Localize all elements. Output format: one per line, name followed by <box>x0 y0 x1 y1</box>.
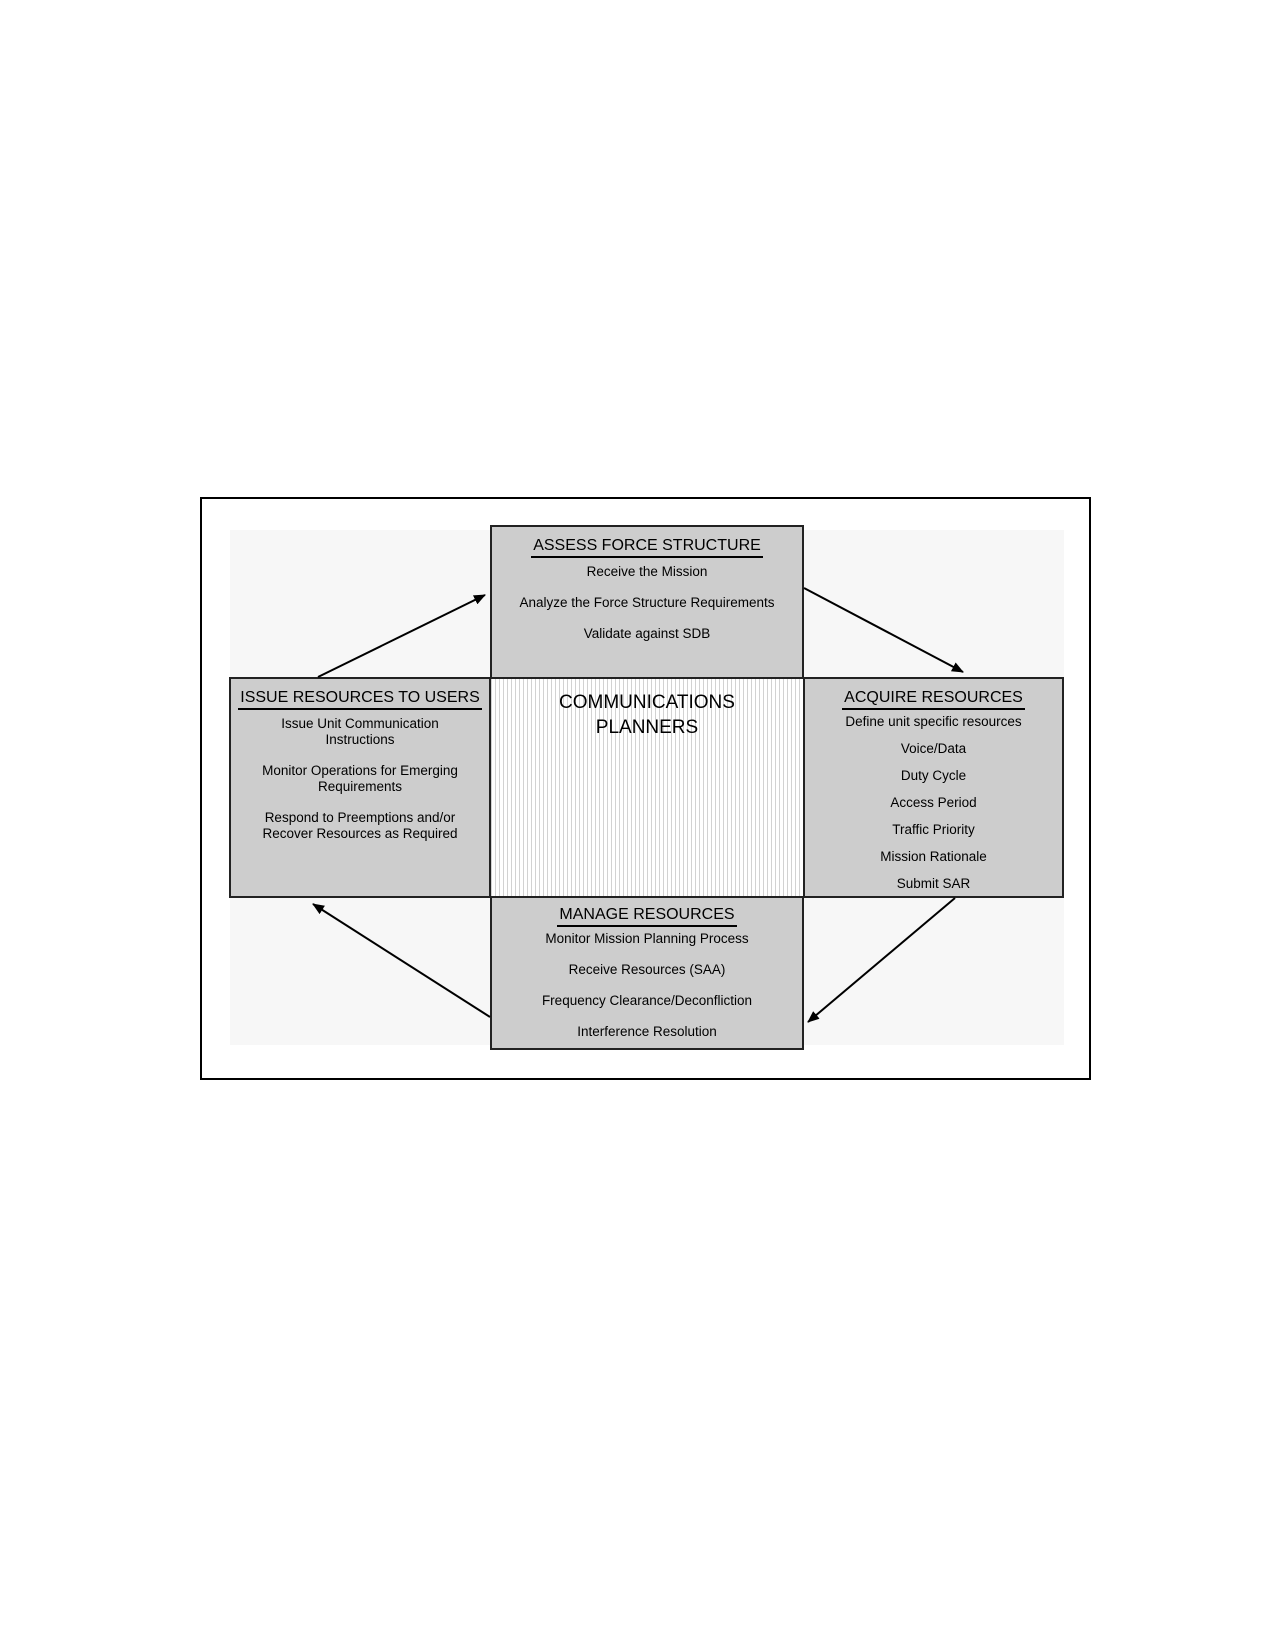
acquire-item: Traffic Priority <box>892 822 975 837</box>
assess-item: Analyze the Force Structure Requirements <box>519 595 775 610</box>
issue-item: Issue Unit Communication Instructions <box>281 716 439 747</box>
arrow-acquire-to-manage <box>807 897 956 1023</box>
manage-resources-box: MANAGE RESOURCES Monitor Mission Plannin… <box>490 896 804 1050</box>
acquire-item: Define unit specific resources <box>845 714 1022 729</box>
acquire-item: Duty Cycle <box>900 768 967 783</box>
acquire-item: Voice/Data <box>900 741 967 756</box>
acquire-item: Access Period <box>890 795 977 810</box>
manage-item: Monitor Mission Planning Process <box>545 931 749 946</box>
arrow-issue-to-assess <box>317 594 486 678</box>
assess-item: Validate against SDB <box>583 626 711 641</box>
assess-item: Receive the Mission <box>586 564 708 579</box>
acquire-resources-box: ACQUIRE RESOURCES Define unit specific r… <box>803 677 1064 898</box>
issue-item: Monitor Operations for Emerging Requirem… <box>262 763 458 794</box>
issue-item: Respond to Preemptions and/or Recover Re… <box>262 810 458 841</box>
issue-resources-title: ISSUE RESOURCES TO USERS <box>238 689 482 710</box>
arrow-assess-to-acquire <box>803 587 964 673</box>
manage-resources-title: MANAGE RESOURCES <box>557 906 737 927</box>
arrow-manage-to-issue <box>312 903 491 1018</box>
communications-planners-box: COMMUNICATIONS PLANNERS <box>489 677 805 898</box>
center-title-line1: COMMUNICATIONS <box>559 692 735 713</box>
manage-item: Frequency Clearance/Deconfliction <box>541 993 753 1008</box>
center-title-line2: PLANNERS <box>595 717 699 738</box>
manage-item: Interference Resolution <box>577 1024 717 1039</box>
assess-force-structure-title: ASSESS FORCE STRUCTURE <box>531 537 763 558</box>
acquire-item: Mission Rationale <box>880 849 987 864</box>
acquire-resources-title: ACQUIRE RESOURCES <box>842 689 1025 710</box>
acquire-item: Submit SAR <box>896 876 971 891</box>
manage-item: Receive Resources (SAA) <box>568 962 726 977</box>
issue-resources-box: ISSUE RESOURCES TO USERS Issue Unit Comm… <box>229 677 491 898</box>
